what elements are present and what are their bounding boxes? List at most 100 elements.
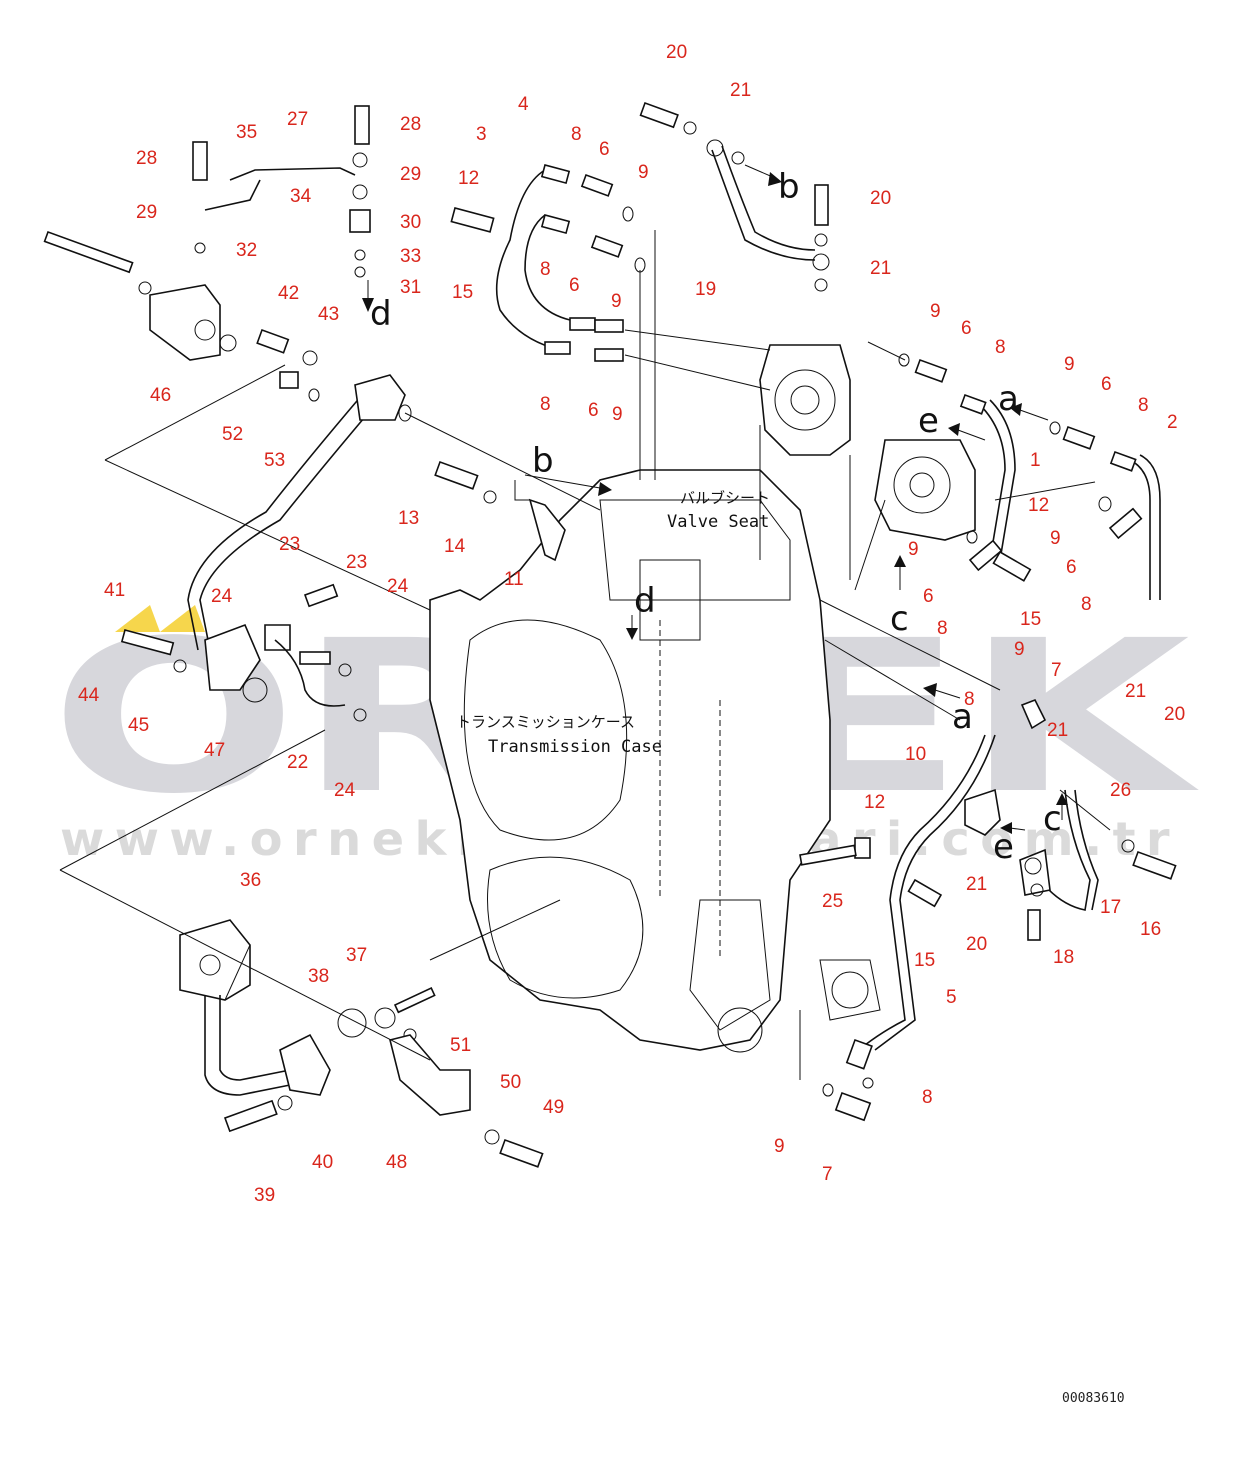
watermark-accent-left	[115, 605, 160, 632]
callout-53: 53	[264, 450, 285, 471]
top-pipe-assembly	[192, 105, 371, 278]
upper-hoses	[434, 164, 646, 562]
callout-13: 13	[398, 508, 419, 529]
callout-15c: 15	[914, 950, 935, 971]
callout-20b: 20	[870, 188, 891, 209]
callout-52: 52	[222, 424, 243, 445]
callout-14: 14	[444, 536, 466, 557]
callout-6: 6	[599, 139, 610, 160]
callout-23: 23	[279, 534, 300, 555]
callout-9b: 9	[611, 291, 622, 312]
callout-21b: 21	[870, 258, 891, 279]
callout-8g: 8	[937, 618, 948, 639]
view-letter-d: d	[370, 294, 392, 334]
callout-8f: 8	[1081, 594, 1092, 615]
view-letter-b: b	[532, 441, 554, 481]
callout-12b: 12	[1028, 495, 1049, 516]
callout-8d: 8	[995, 337, 1006, 358]
callout-8c: 8	[540, 394, 551, 415]
manifold-block	[43, 230, 237, 361]
transmission-case-label-en: Transmission Case	[488, 737, 662, 757]
callout-22: 22	[287, 752, 308, 773]
callout-9e: 9	[1064, 354, 1075, 375]
callout-27: 27	[287, 109, 308, 130]
callout-9h: 9	[1014, 639, 1025, 660]
callout-48: 48	[386, 1152, 407, 1173]
callout-1: 1	[1030, 450, 1041, 471]
callout-9i: 9	[774, 1136, 785, 1157]
callout-31: 31	[400, 277, 421, 298]
callout-21: 21	[730, 80, 751, 101]
callout-6b: 6	[569, 275, 580, 296]
callout-26: 26	[1110, 780, 1131, 801]
callout-8: 8	[571, 124, 582, 145]
view-letter-e: e	[918, 401, 939, 441]
callout-19: 19	[695, 279, 716, 300]
right-pipes	[898, 353, 1161, 600]
valve-seat-label-jp: バルブシート	[680, 489, 770, 507]
callout-35: 35	[236, 122, 257, 143]
callout-7b: 7	[822, 1164, 833, 1185]
callout-6f: 6	[1066, 557, 1077, 578]
lower-left-assembly	[179, 919, 544, 1168]
transmission-case-label-jp: トランスミッションケース	[456, 713, 635, 731]
view-letter-b-ref: b	[778, 167, 800, 207]
callout-11: 11	[504, 569, 524, 590]
left-pipe-assembly	[120, 328, 412, 722]
callout-45: 45	[128, 715, 149, 736]
callout-10: 10	[905, 744, 926, 765]
leader-lines	[59, 230, 1111, 1080]
callout-15b: 15	[1020, 609, 1041, 630]
callout-9f: 9	[1050, 528, 1061, 549]
callout-4: 4	[518, 94, 529, 115]
callout-38: 38	[308, 966, 329, 987]
view-letter-d-ref: d	[634, 581, 656, 621]
callout-33: 33	[400, 246, 421, 267]
callout-24b: 24	[387, 576, 409, 597]
callout-41: 41	[104, 580, 125, 601]
callout-28: 28	[136, 148, 157, 169]
view-letters: a a b b c c d d e e	[370, 167, 1062, 867]
view-letter-c-ref: c	[1043, 799, 1062, 839]
callout-6d: 6	[961, 318, 972, 339]
callout-30: 30	[400, 212, 421, 233]
callout-12: 12	[458, 168, 479, 189]
callout-9: 9	[638, 162, 649, 183]
callout-46: 46	[150, 385, 171, 406]
callout-6c: 6	[588, 400, 599, 421]
callout-8e: 8	[1138, 395, 1149, 416]
callout-40: 40	[312, 1152, 333, 1173]
callout-8h: 8	[964, 689, 975, 710]
valve-seat-label-en: Valve Seat	[667, 512, 769, 532]
callout-9d: 9	[930, 301, 941, 322]
callout-44: 44	[78, 685, 100, 706]
callout-17: 17	[1100, 897, 1121, 918]
callout-47: 47	[204, 740, 225, 761]
callout-36: 36	[240, 870, 261, 891]
callout-29b: 29	[400, 164, 421, 185]
callout-16: 16	[1140, 919, 1161, 940]
transmission-case	[429, 469, 881, 1053]
callout-51: 51	[450, 1035, 471, 1056]
callout-6g: 6	[923, 586, 934, 607]
callout-25: 25	[822, 891, 843, 912]
callout-2: 2	[1167, 412, 1178, 433]
pipe-19	[639, 101, 830, 292]
callout-5: 5	[946, 987, 957, 1008]
callout-32: 32	[236, 240, 257, 261]
callout-50: 50	[500, 1072, 521, 1093]
callout-23b: 23	[346, 552, 367, 573]
callout-37: 37	[346, 945, 367, 966]
callout-20: 20	[666, 42, 687, 63]
callout-18: 18	[1053, 947, 1074, 968]
callout-9c: 9	[612, 404, 623, 425]
callout-34: 34	[290, 186, 312, 207]
callout-29: 29	[136, 202, 157, 223]
view-letter-a-ref: a	[952, 697, 973, 737]
callout-8b: 8	[540, 259, 551, 280]
callout-21c: 21	[1125, 681, 1146, 702]
lower-right-pipes	[799, 698, 1177, 1122]
callout-43: 43	[318, 304, 339, 325]
callout-24: 24	[211, 586, 233, 607]
